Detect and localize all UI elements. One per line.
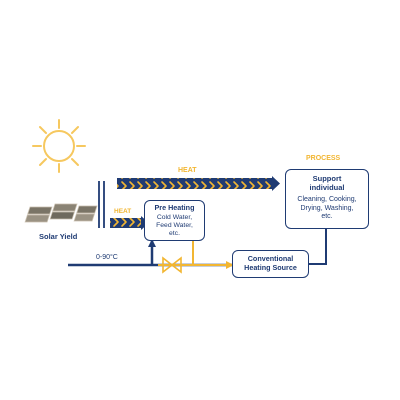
support-box: Support individual Cleaning, Cooking, Dr…	[285, 169, 369, 229]
support-body: Cleaning, Cooking, Drying, Washing, etc.	[297, 196, 357, 220]
solar-yield-label: Solar Yield	[39, 232, 78, 241]
support-title: Support individual	[309, 174, 345, 192]
pre-heating-body: Cold Water, Feed Water, etc.	[156, 213, 193, 237]
sun-icon	[32, 119, 86, 173]
heat-label-small: HEAT	[114, 208, 132, 215]
valve-icon	[162, 256, 182, 274]
heat-label-top: HEAT	[178, 167, 197, 174]
solar-panels-icon	[24, 203, 98, 223]
heat-chevron-arrow-top	[117, 176, 280, 191]
temperature-label: 0-90°C	[96, 254, 118, 261]
conventional-output-line	[309, 229, 327, 265]
process-label: PROCESS	[306, 155, 341, 162]
conventional-box: Conventional Heating Source	[232, 250, 309, 278]
pre-heating-title: Pre Heating	[154, 203, 195, 212]
conventional-title: Conventional Heating Source	[244, 254, 297, 272]
pre-heating-box: Pre Heating Cold Water, Feed Water, etc.	[144, 200, 205, 241]
